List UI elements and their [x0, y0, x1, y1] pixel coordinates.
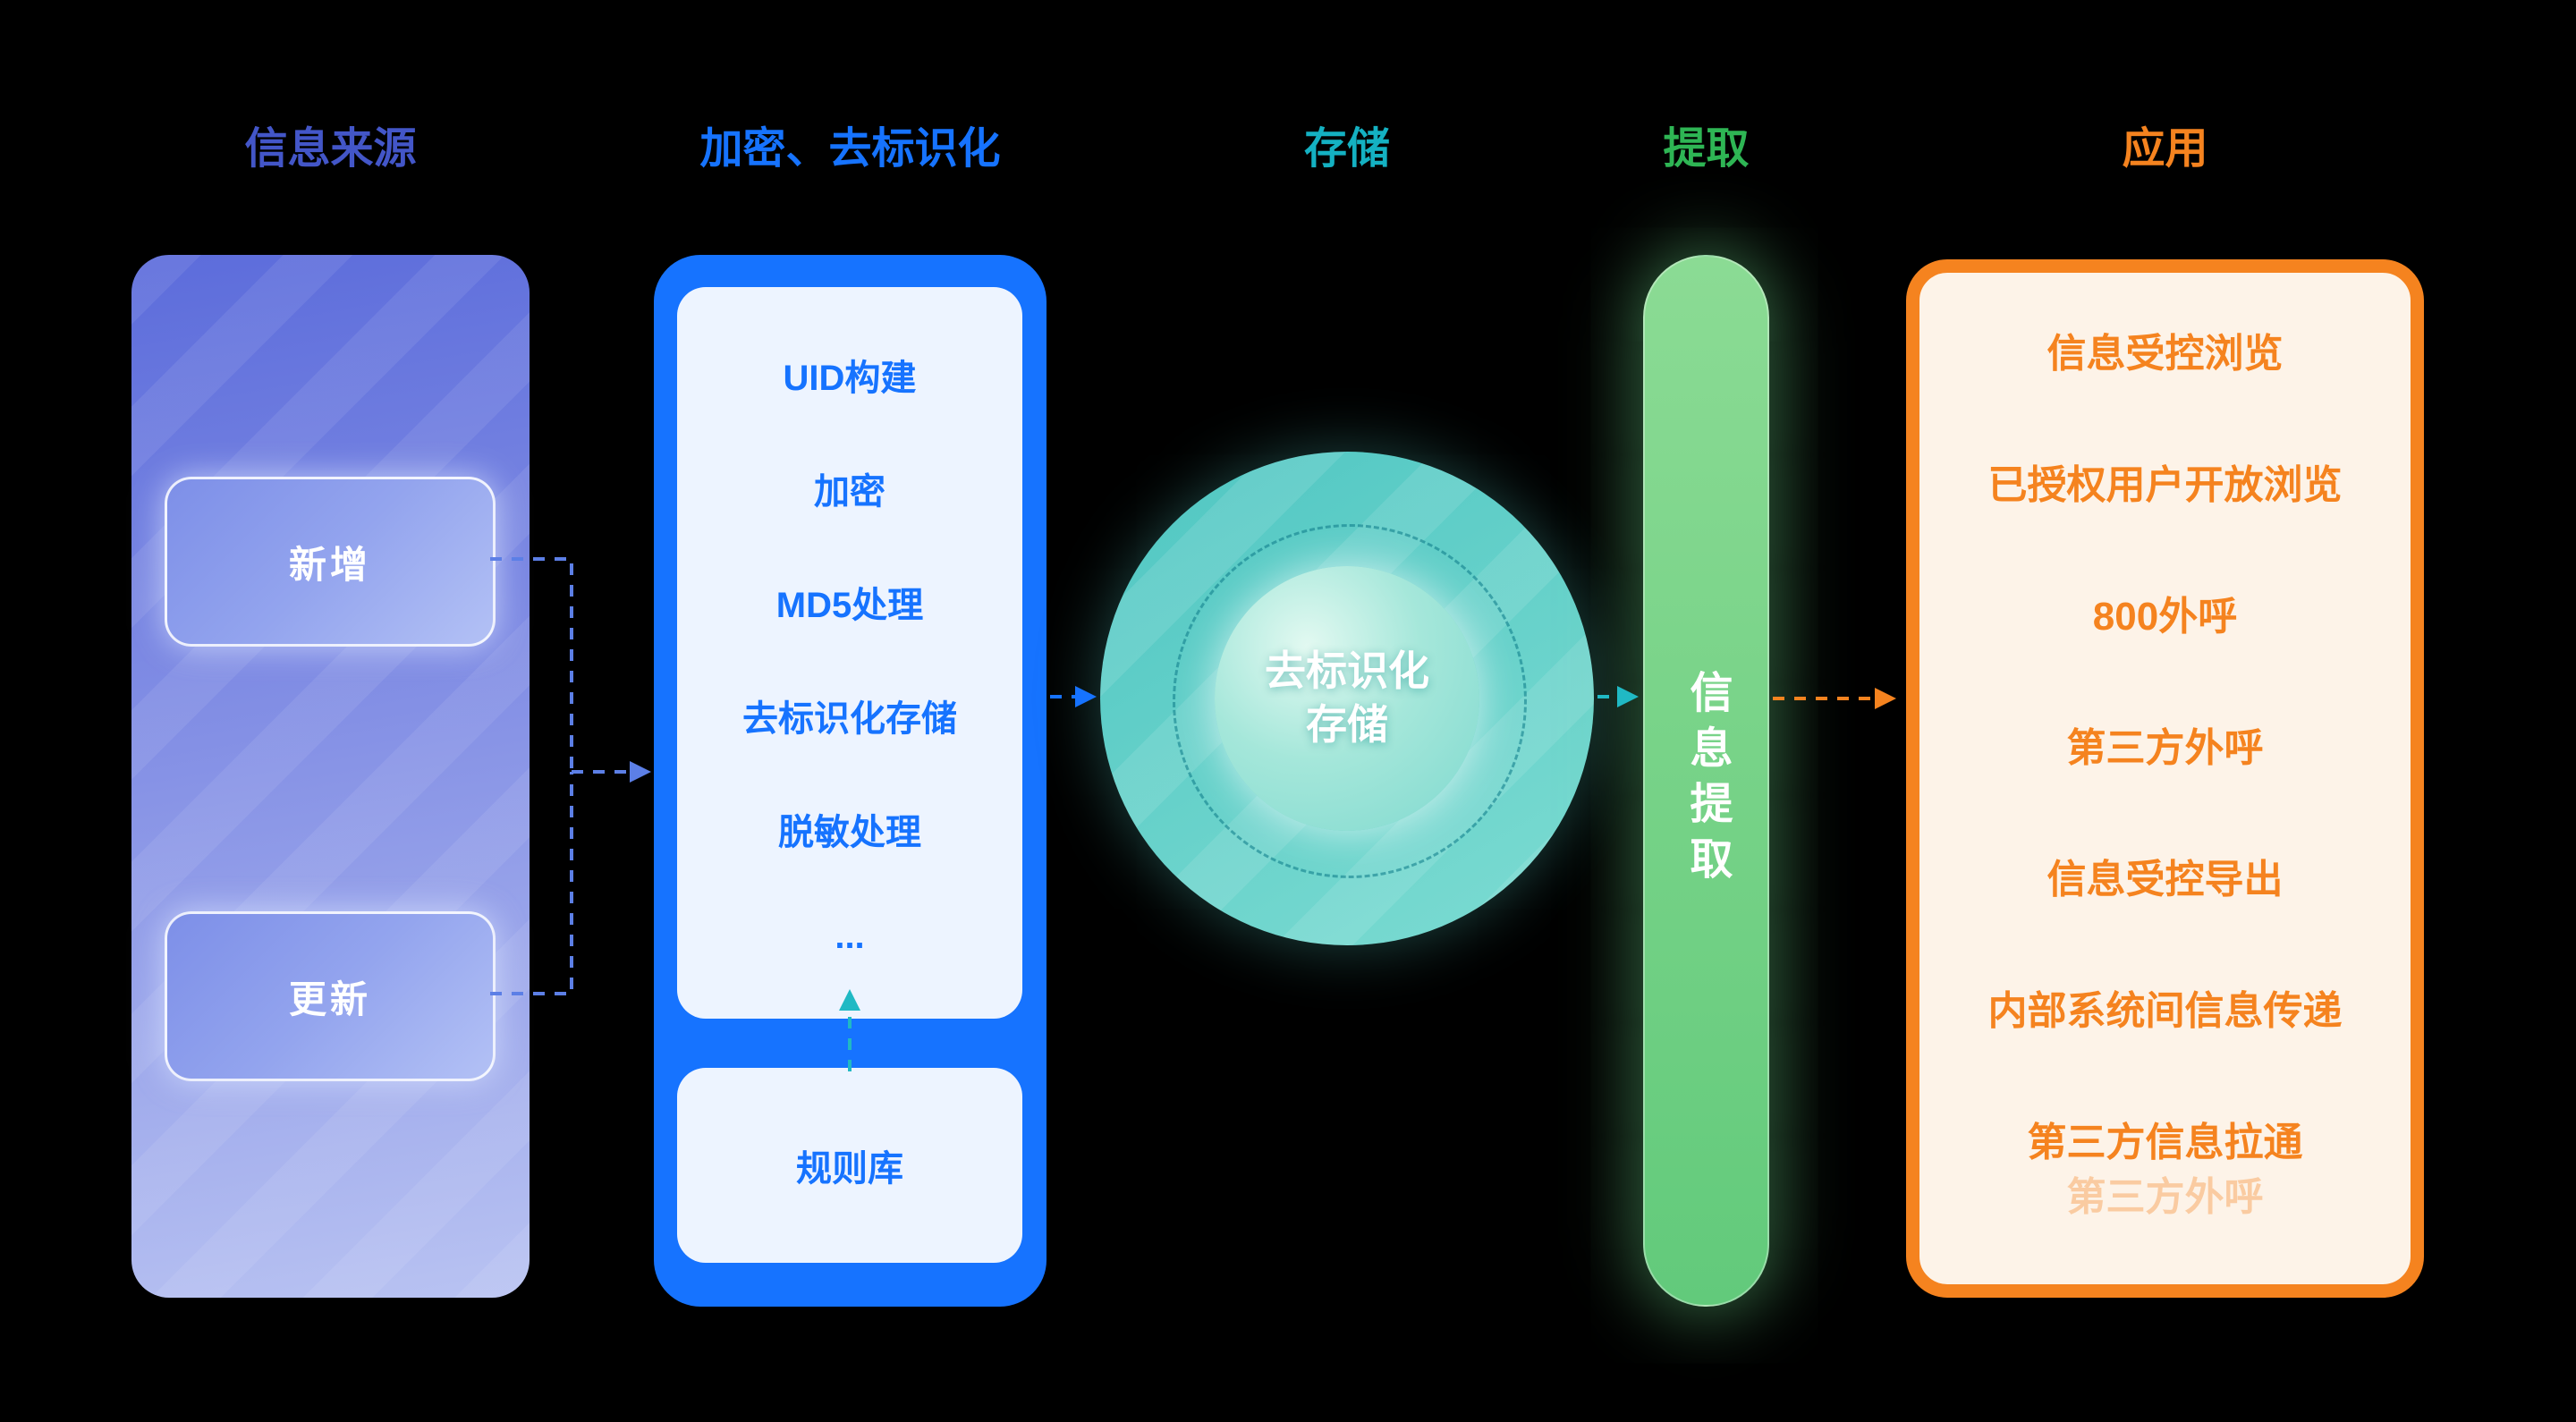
header-apply: 应用: [2122, 125, 2208, 173]
encrypt-panel: UID构建 加密 MD5处理 去标识化存储 脱敏处理 ... 规则库: [654, 255, 1046, 1307]
step-md5: MD5处理: [775, 586, 924, 625]
apply-item-800-call: 800外呼: [2092, 594, 2238, 639]
extract-bar-label: 信息提取: [1682, 670, 1731, 892]
header-storage: 存储: [1303, 125, 1390, 173]
apply-item-authorized-browse: 已授权用户开放浏览: [1987, 462, 2343, 507]
rule-library-label: 规则库: [796, 1149, 903, 1189]
step-ellipsis: ...: [835, 917, 865, 956]
header-source: 信息来源: [244, 125, 417, 173]
apply-item-controlled-export: 信息受控导出: [2046, 857, 2284, 901]
header-extract: 提取: [1663, 125, 1750, 173]
rule-library-box: 规则库: [677, 1068, 1022, 1263]
node-update: 更新: [165, 911, 496, 1081]
step-uid: UID构建: [783, 359, 917, 398]
apply-item-faded: 第三方外呼: [2066, 1175, 2264, 1219]
extract-bar: 信息提取: [1643, 255, 1769, 1307]
source-panel: 新增 更新: [131, 255, 530, 1298]
step-encrypt: 加密: [814, 472, 886, 512]
apply-panel: 信息受控浏览 已授权用户开放浏览 800外呼 第三方外呼 信息受控导出 内部系统…: [1906, 259, 2424, 1298]
storage-circle: 去标识化 存储: [1100, 452, 1594, 945]
storage-core-line2: 存储: [1306, 701, 1388, 748]
step-mask: 脱敏处理: [778, 813, 921, 852]
storage-dashed-ring: [1173, 524, 1527, 878]
storage-core-line1: 去标识化: [1265, 648, 1429, 695]
apply-item-controlled-browse: 信息受控浏览: [2046, 331, 2284, 376]
apply-item-thirdparty-call: 第三方外呼: [2066, 725, 2264, 770]
node-update-label: 更新: [288, 978, 371, 1020]
apply-item-internal-transfer: 内部系统间信息传递: [1987, 988, 2343, 1033]
storage-core: 去标识化 存储: [1215, 566, 1479, 831]
step-deid-store: 去标识化存储: [742, 699, 957, 739]
header-encrypt: 加密、去标识化: [699, 125, 1001, 173]
apply-list: 信息受控浏览 已授权用户开放浏览 800外呼 第三方外呼 信息受控导出 内部系统…: [1919, 284, 2411, 1204]
apply-item-thirdparty-link: 第三方信息拉通: [2027, 1120, 2303, 1164]
node-add: 新增: [165, 477, 496, 647]
encrypt-steps-box: UID构建 加密 MD5处理 去标识化存储 脱敏处理 ...: [677, 287, 1022, 1019]
node-add-label: 新增: [288, 543, 371, 586]
